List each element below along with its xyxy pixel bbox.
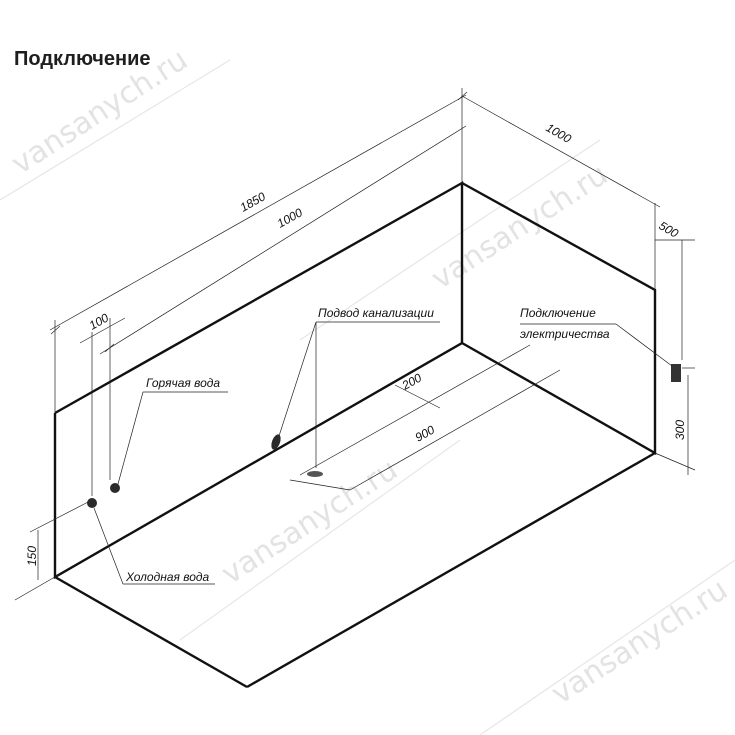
watermark-1: vansanych.ru [5, 42, 194, 182]
fixtures [87, 364, 681, 508]
floor-back-edge [54, 575, 248, 689]
dimension-lines [14, 88, 696, 601]
dim-1000-depth: 1000 [544, 120, 574, 146]
label-drain: Подвод канализации [318, 306, 434, 320]
hot-water-inlet-icon [110, 483, 120, 493]
dim-1850: 1850 [238, 189, 268, 214]
floor-drain-icon [307, 471, 323, 477]
room-outline [53, 180, 657, 689]
floor-front-edge [246, 451, 656, 689]
side-wall-outline [461, 181, 657, 456]
label-hot-water: Горячая вода [146, 376, 220, 390]
drain-pipe-icon [271, 434, 281, 450]
dim-150: 150 [25, 546, 39, 566]
label-electric-line2: электричества [520, 327, 610, 341]
label-electric-line1: Подключение [520, 306, 596, 320]
watermark-2: vansanych.ru [425, 157, 614, 297]
dim-900: 900 [413, 423, 438, 445]
dim-100: 100 [87, 311, 112, 333]
watermark-4: vansanych.ru [545, 572, 734, 712]
annotation-leaders [93, 321, 673, 585]
dim-200: 200 [399, 371, 424, 394]
label-cold-water: Холодная вода [125, 570, 210, 584]
cold-water-inlet-icon [87, 498, 97, 508]
electric-socket-icon [671, 364, 681, 382]
dim-500: 500 [657, 218, 682, 240]
page-title: Подключение [14, 48, 151, 70]
dim-300: 300 [673, 420, 687, 440]
dim-1000-zone: 1000 [275, 205, 305, 230]
